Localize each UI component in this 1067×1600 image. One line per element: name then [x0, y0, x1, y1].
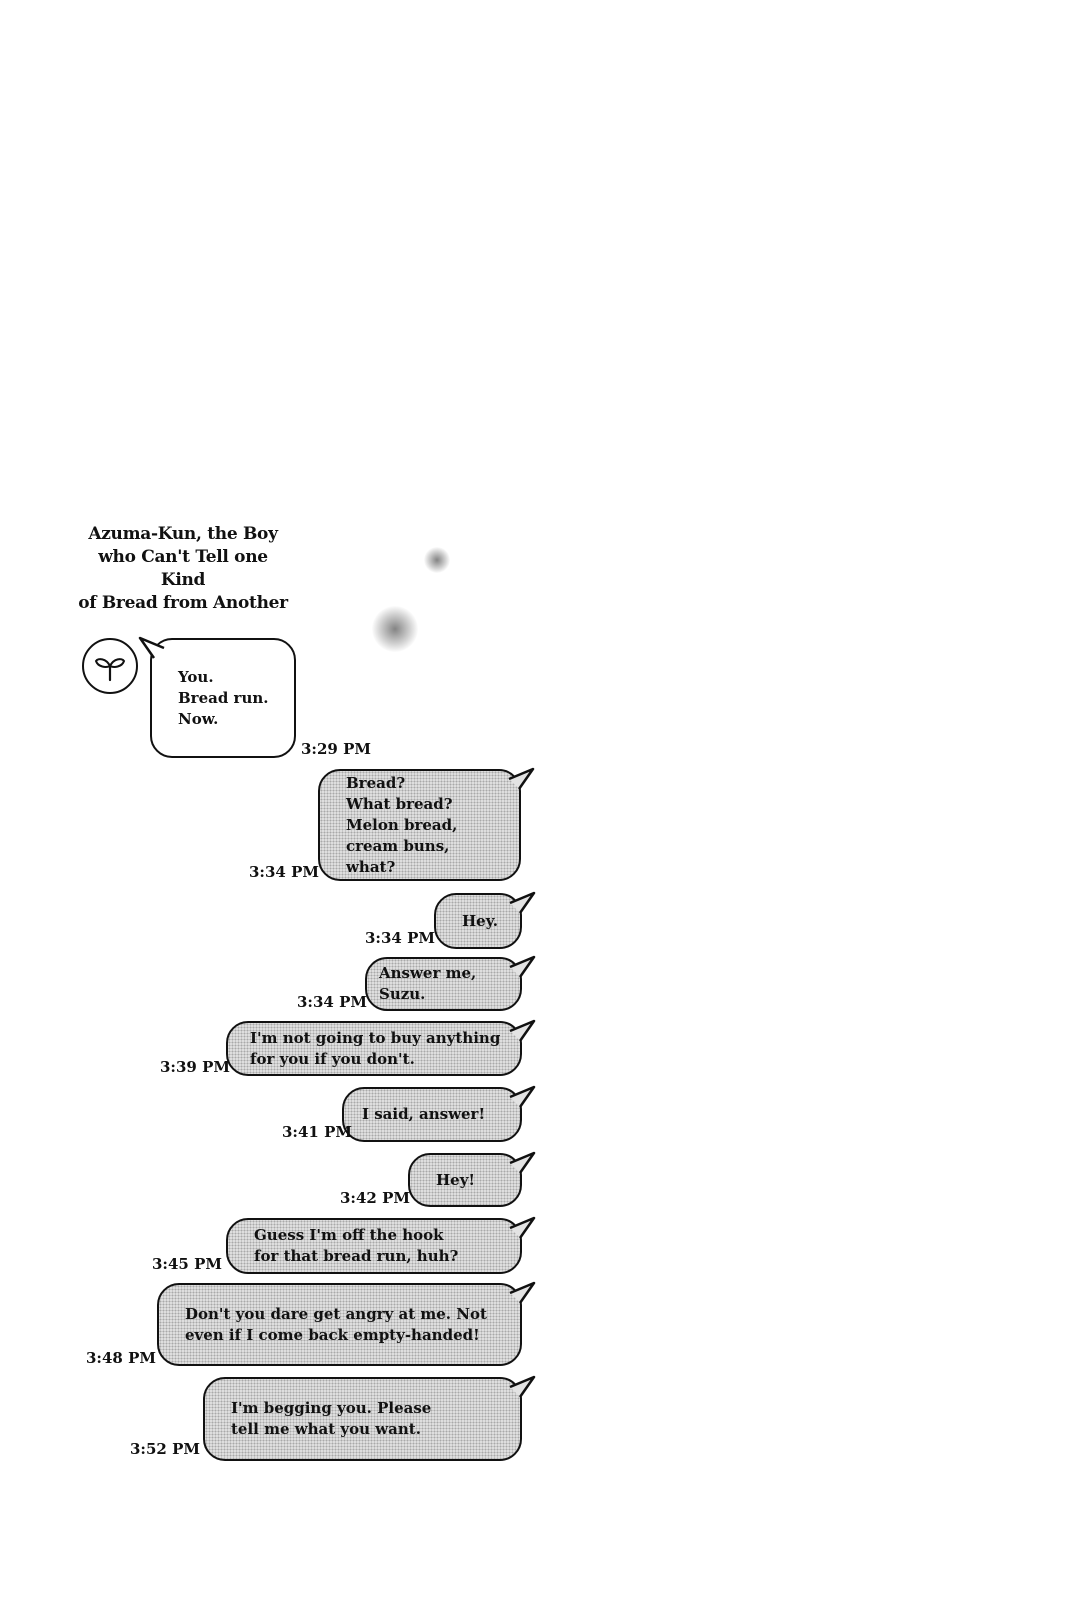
message-timestamp: 3:42 PM	[340, 1189, 410, 1207]
message-bubble-outgoing: I'm not going to buy anything for you if…	[226, 1019, 536, 1076]
message-text: Don't you dare get angry at me. Not even…	[185, 1304, 487, 1344]
message-bubble-outgoing: Don't you dare get angry at me. Not even…	[157, 1281, 536, 1366]
message-text: I said, answer!	[362, 1105, 486, 1123]
bubble-tail	[509, 891, 536, 914]
message-timestamp: 3:34 PM	[249, 863, 319, 881]
bubble-tail	[509, 1375, 536, 1398]
bubble-tail	[509, 1085, 536, 1108]
message-timestamp: 3:45 PM	[152, 1255, 222, 1273]
avatar	[82, 638, 138, 694]
message-bubble-incoming: You. Bread run. Now.	[138, 636, 296, 758]
screentone-dot-large	[372, 606, 418, 652]
bubble-tail	[509, 1281, 536, 1304]
message-timestamp: 3:48 PM	[86, 1349, 156, 1367]
sprout-icon	[94, 658, 126, 682]
message-text: Hey.	[462, 911, 498, 930]
message-text: Guess I'm off the hook for that bread ru…	[254, 1226, 459, 1265]
message-text: Hey!	[436, 1170, 476, 1189]
message-text: Bread? What bread? Melon bread, cream bu…	[346, 773, 458, 876]
page-title: Azuma-Kun, the Boy who Can't Tell one Ki…	[78, 523, 288, 615]
bubble-tail	[509, 1216, 536, 1239]
message-bubble-outgoing: Hey!	[408, 1151, 536, 1207]
message-timestamp: 3:29 PM	[301, 740, 371, 758]
screentone-dot-small	[424, 547, 450, 573]
message-timestamp: 3:39 PM	[160, 1058, 230, 1076]
message-bubble-outgoing: I'm begging you. Please tell me what you…	[203, 1375, 536, 1461]
message-text: You. Bread run. Now.	[178, 667, 269, 728]
title-line: Azuma-Kun, the Boy	[88, 524, 278, 544]
message-text: I'm begging you. Please tell me what you…	[231, 1399, 432, 1438]
message-timestamp: 3:52 PM	[130, 1440, 200, 1458]
message-text: I'm not going to buy anything for you if…	[250, 1028, 501, 1068]
message-timestamp: 3:34 PM	[365, 929, 435, 947]
bubble-tail	[509, 955, 536, 978]
bubble-tail	[138, 636, 165, 659]
title-line: who Can't Tell one Kind	[98, 547, 268, 590]
bubble-tail	[509, 1151, 536, 1174]
message-bubble-outgoing: Bread? What bread? Melon bread, cream bu…	[318, 767, 535, 881]
bubble-tail	[509, 1019, 536, 1042]
message-timestamp: 3:41 PM	[282, 1123, 352, 1141]
message-text: Answer me, Suzu.	[379, 964, 477, 1003]
message-bubble-outgoing: Answer me, Suzu.	[365, 955, 536, 1011]
message-timestamp: 3:34 PM	[297, 993, 367, 1011]
message-bubble-outgoing: I said, answer!	[342, 1085, 536, 1142]
title-line: of Bread from Another	[78, 593, 288, 613]
message-bubble-outgoing: Hey.	[434, 891, 536, 949]
message-bubble-outgoing: Guess I'm off the hook for that bread ru…	[226, 1216, 536, 1274]
bubble-tail	[508, 767, 535, 790]
